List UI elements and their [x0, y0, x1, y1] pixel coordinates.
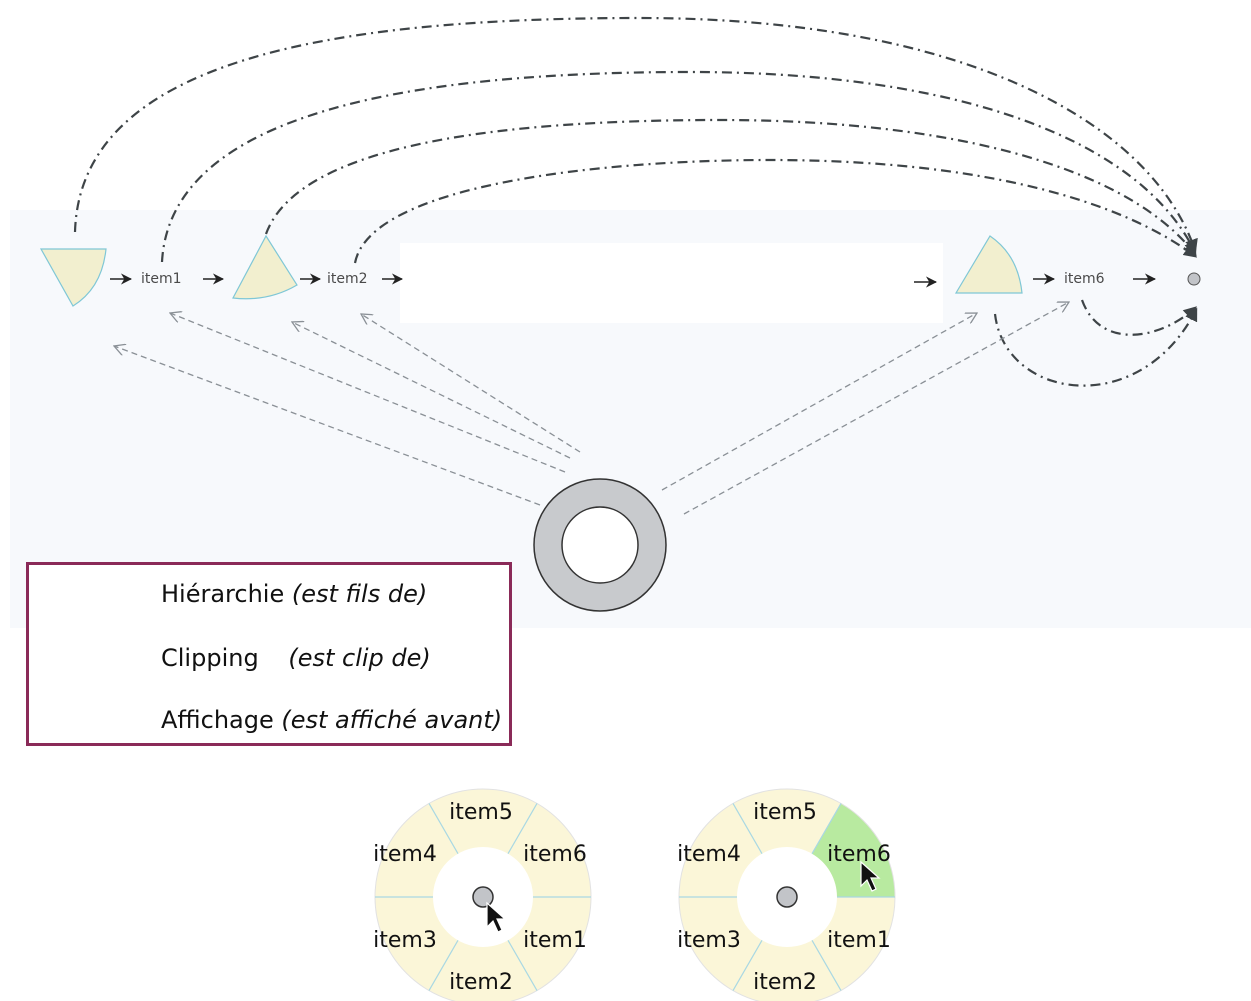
pie-menu-divider: [507, 803, 538, 854]
pie-menu-center-1: [472, 886, 494, 908]
hierarchy-arc-wedge1: [73, 16, 1198, 253]
pie-menu-label-item4[interactable]: item4: [373, 842, 437, 867]
legend-hierarchy: Hiérarchie (est fils de): [161, 580, 427, 608]
hierarchy-arc-item6: [1080, 299, 1197, 336]
node-item1: item1: [141, 271, 182, 287]
wedge-1: [39, 248, 107, 307]
pie-menu-divider: [732, 803, 763, 854]
diagram-gap: [400, 243, 943, 323]
pie-menu-label-item1[interactable]: item1: [523, 928, 587, 953]
pie-menu-divider: [811, 940, 842, 991]
clip-arrow-wedge1: [114, 346, 541, 506]
wedge-3: [954, 235, 1023, 294]
pie-menu-divider: [811, 803, 842, 854]
clip-arrow-wedge2: [292, 322, 571, 459]
hierarchy-arcs: [73, 16, 1198, 387]
pie-menu-label-item5[interactable]: item5: [753, 800, 817, 825]
pie-menu-divider: [507, 940, 538, 991]
clip-ring: [533, 478, 667, 612]
legend-hierarchy-label: Hiérarchie: [161, 580, 285, 608]
pie-menu-label-item2[interactable]: item2: [753, 970, 817, 995]
pie-menu-center-2: [776, 886, 798, 908]
hierarchy-arc-wedge2: [264, 118, 1197, 257]
wedge-shapes: [39, 234, 1023, 307]
clip-arrow-item6: [683, 302, 1069, 515]
legend-clipping-label: Clipping: [161, 644, 259, 672]
legend-display-desc: (est affiché avant): [281, 706, 503, 734]
legend-box: Hiérarchie (est fils de) Clipping (est c…: [26, 562, 512, 746]
clipping-arrows: [114, 302, 1069, 515]
legend-display: Affichage (est affiché avant): [161, 706, 502, 734]
node-item2: item2: [327, 271, 368, 287]
pie-menu-label-item3[interactable]: item3: [373, 928, 437, 953]
pie-menu-label-item6[interactable]: item6: [523, 842, 587, 867]
clip-arrow-wedge3: [661, 313, 977, 491]
pie-menu-divider: [428, 803, 459, 854]
pie-menu-label-item1[interactable]: item1: [827, 928, 891, 953]
clip-arrow-item1: [170, 313, 566, 473]
node-item6: item6: [1064, 271, 1105, 287]
pie-menu-label-item4[interactable]: item4: [677, 842, 741, 867]
hierarchy-arc-wedge3: [993, 307, 1198, 387]
pie-menu-label-item5[interactable]: item5: [449, 800, 513, 825]
legend-display-label: Affichage: [161, 706, 274, 734]
hierarchy-arc-item2: [353, 158, 1198, 264]
pie-menu-label-item2[interactable]: item2: [449, 970, 513, 995]
legend-hierarchy-desc: (est fils de): [291, 580, 428, 608]
pie-menu-divider: [732, 940, 763, 991]
hierarchy-arc-item1: [160, 70, 1197, 263]
pie-menu-label-item3[interactable]: item3: [677, 928, 741, 953]
wedge-2: [232, 234, 298, 300]
display-arrows: [110, 273, 1157, 288]
clip-arrow-item2: [361, 314, 581, 453]
root-node: [1187, 272, 1201, 286]
pie-menu-label-item6[interactable]: item6: [827, 842, 891, 867]
pie-menu-divider: [428, 940, 459, 991]
legend-clipping: Clipping (est clip de): [161, 644, 431, 672]
legend-clipping-desc: (est clip de): [288, 644, 431, 672]
